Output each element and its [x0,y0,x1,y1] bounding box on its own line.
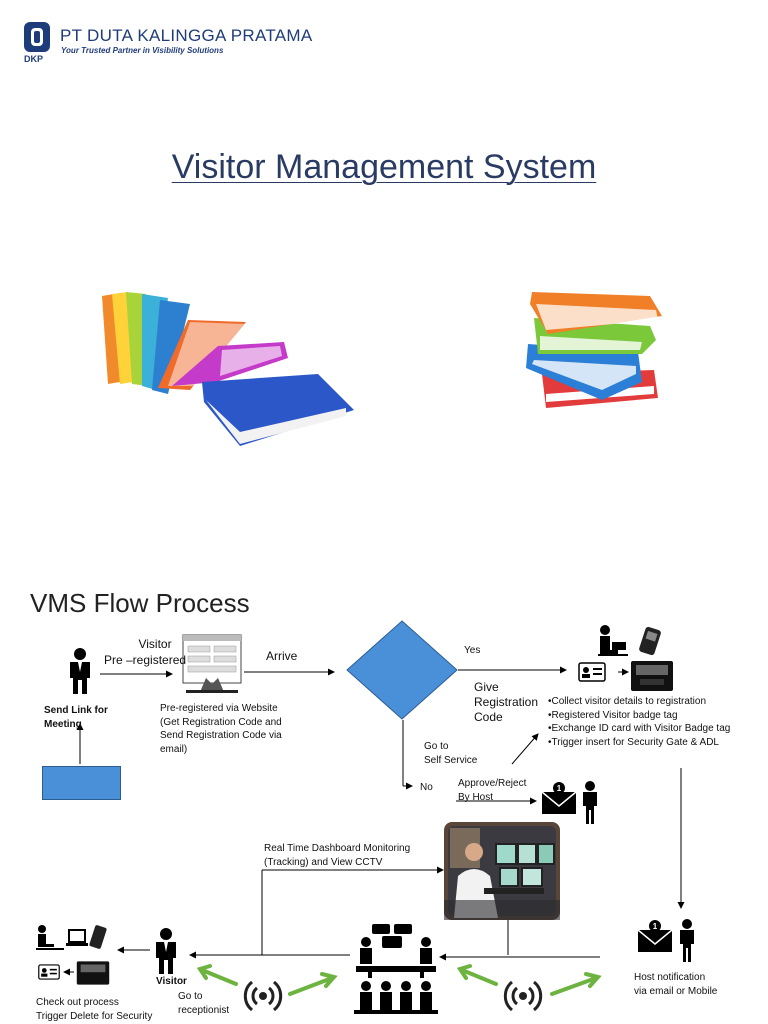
label-approve-reject: Approve/Reject By Host [458,778,527,803]
label-realtime-dashboard: Real Time Dashboard Monitoring (Tracking… [264,843,411,868]
label-visitor: Visitor [156,976,187,987]
label-yes: Yes [464,645,481,656]
logo-text: DKP [24,54,44,64]
books-fan-image [102,292,354,446]
company-name: PT DUTA KALINGGA PRATAMA [60,26,313,45]
id-card-icon [578,662,606,682]
company-logo-icon [24,22,50,52]
label-send-link: Send Link for Meeting [44,705,108,730]
meeting-group-icon [354,924,438,1014]
laptop-icon [66,929,88,946]
decision-diamond [346,620,458,720]
list-item: Trigger insert for Security Gate & ADL [548,736,730,750]
wireless-signal-icon [243,980,283,1012]
email-person-icon: 1 [541,781,597,824]
webpage-icon [182,634,242,693]
flow-title: VMS Flow Process [30,588,250,618]
label-go-to-receptionist: Go to receptionist [178,991,230,1016]
books-stack-image [526,292,662,408]
person-icon [156,928,176,974]
control-room-photo [444,822,560,920]
registration-steps-list: Collect visitor details to registration … [548,695,731,750]
card-reader-icon [631,661,673,691]
list-item: Collect visitor details to registration [548,695,730,709]
badge-reader-icon [89,925,107,949]
label-visitor-preregistered: Visitor Pre –registered [104,637,187,668]
receptionist-icon [36,925,64,950]
host-notification-icon: 1 [637,919,694,962]
page-title: Visitor Management System [171,148,597,186]
company-tagline: Your Trusted Partner in Visibility Solut… [61,46,224,55]
svg-text:1: 1 [653,922,658,931]
meeting-box [42,766,121,800]
wireless-signal-icon [503,980,543,1012]
label-give-registration-code: Give Registration Code [474,680,539,724]
svg-text:1: 1 [557,784,562,793]
person-icon [70,648,90,694]
list-item: Exchange ID card with Visitor Badge tag [548,722,731,736]
id-card-icon [38,964,60,980]
label-host-notification: Host notification via email or Mobile [634,972,718,997]
label-arrive: Arrive [266,649,298,663]
badge-reader-icon [639,626,661,656]
list-item: Registered Visitor badge tag [548,709,730,723]
card-reader-icon [76,961,110,985]
receptionist-icon [598,625,628,656]
label-preregistered-website: Pre-registered via Website (Get Registra… [160,703,282,755]
label-go-to-self-service: Go to Self Service [424,741,478,766]
label-checkout: Check out process Trigger Delete for Sec… [36,997,153,1022]
label-no: No [420,782,433,793]
